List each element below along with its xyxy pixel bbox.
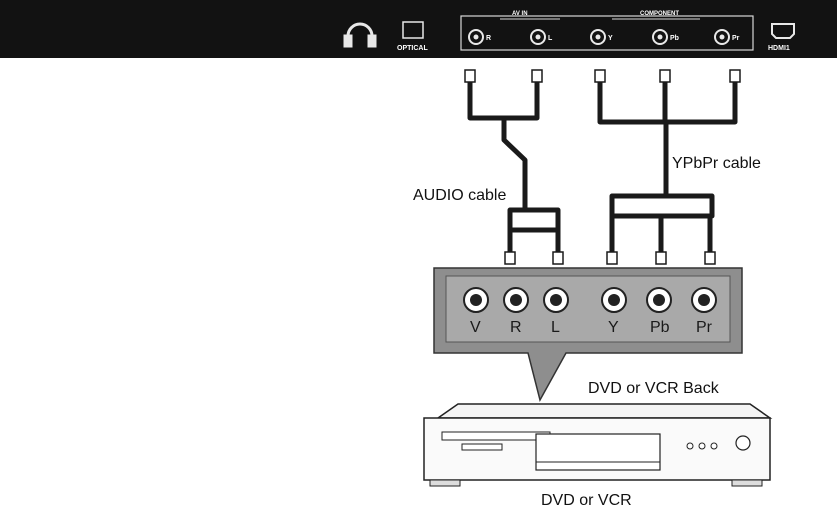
device-caption: DVD or VCR: [541, 492, 632, 509]
tv-jack-pr: Pr: [714, 29, 740, 45]
device-jack-v: V: [463, 287, 489, 336]
audio-cable: [467, 75, 561, 258]
optical-port-icon: OPTICAL: [397, 21, 428, 52]
device-jack-pr-label: Pr: [696, 319, 713, 336]
device-jack-pb-label: Pb: [650, 319, 670, 336]
audio-cable-plugs: [464, 69, 564, 265]
audio-cable-label: AUDIO cable: [413, 187, 506, 204]
tv-back-panel: [0, 0, 837, 58]
tv-jack-pb: Pb: [652, 29, 679, 45]
tv-jack-pr-label: Pr: [732, 35, 740, 42]
optical-label: OPTICAL: [397, 45, 428, 52]
device-jack-pr: Pr: [691, 287, 717, 336]
device-jack-v-label: V: [470, 319, 481, 336]
device-jack-l-label: L: [551, 319, 560, 336]
tv-jack-y-label: Y: [608, 35, 613, 42]
tv-jack-y: Y: [590, 29, 613, 45]
device-jack-pb: Pb: [646, 287, 672, 336]
tv-jack-l: L: [530, 29, 553, 45]
hdmi-label: HDMI1: [768, 45, 790, 52]
ypbpr-cable-label: YPbPr cable: [672, 155, 761, 172]
av-component-frame: [460, 15, 754, 51]
tv-jack-r: R: [468, 29, 491, 45]
device-back-caption: DVD or VCR Back: [588, 380, 720, 397]
dvd-vcr-player: [423, 403, 773, 487]
headphone-icon: [343, 22, 377, 48]
tv-jack-r-label: R: [486, 35, 491, 42]
tv-jack-l-label: L: [548, 35, 553, 42]
device-back-inner: [445, 275, 731, 343]
device-jack-l: L: [543, 287, 569, 336]
hdmi-port-icon: HDMI1: [768, 23, 795, 52]
device-jack-r-label: R: [510, 319, 522, 336]
tv-jack-pb-label: Pb: [670, 35, 679, 42]
device-jack-y: Y: [601, 287, 627, 336]
device-jack-y-label: Y: [608, 319, 619, 336]
av-in-label: AV IN: [512, 11, 528, 17]
component-label: COMPONENT: [640, 11, 679, 17]
ypbpr-cable-plugs: [594, 69, 741, 265]
device-jack-r: R: [503, 287, 529, 336]
